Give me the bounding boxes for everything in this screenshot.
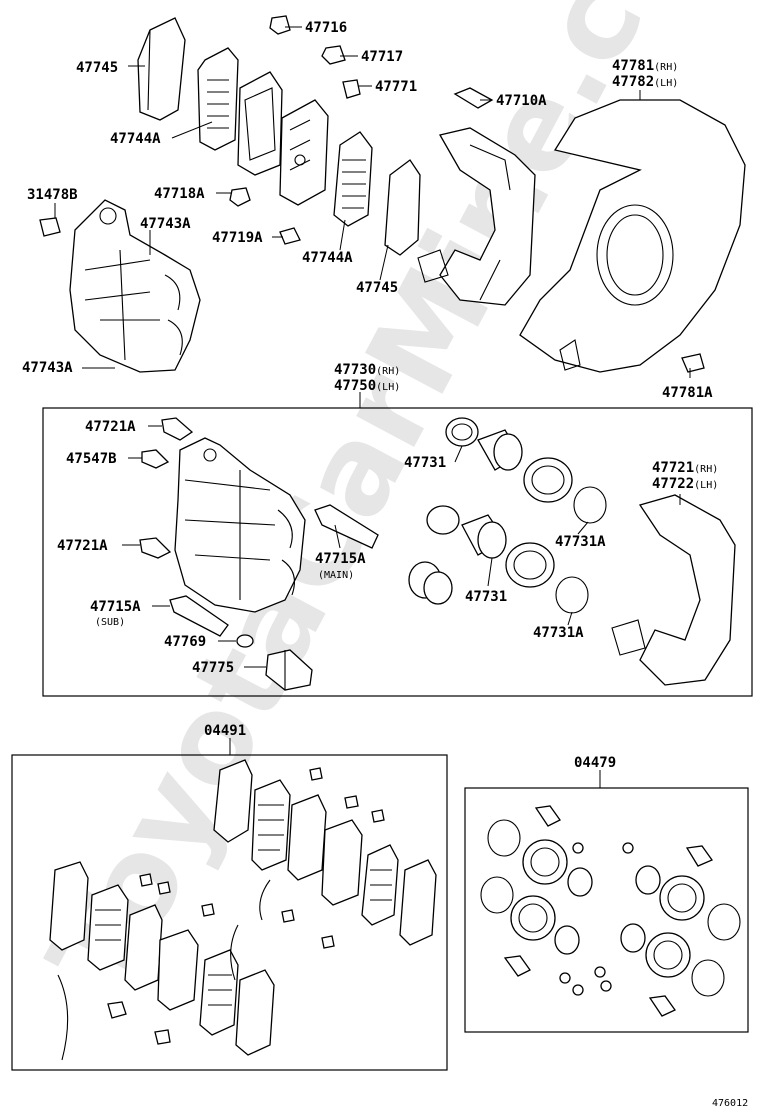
label-47715A-sub: 47715A xyxy=(90,599,141,615)
label-47771: 47771 xyxy=(375,79,417,95)
slide-pin-47715A-main xyxy=(314,504,379,549)
label-47731-1: 47731 xyxy=(404,455,446,471)
boot-47731-1 xyxy=(523,457,573,503)
seal-47731-2 xyxy=(426,505,460,535)
seal-47731A-2 xyxy=(555,576,589,614)
slide-pin-47715A-sub xyxy=(169,595,229,637)
label-47718A: 47718A xyxy=(154,186,205,202)
label-47750: 47750(LH) xyxy=(334,378,400,394)
label-47782: 47782(LH) xyxy=(612,74,678,90)
label-47717: 47717 xyxy=(361,49,403,65)
label-47721A-1: 47721A xyxy=(85,419,136,435)
label-47715A-sub-note: (SUB) xyxy=(95,617,125,628)
label-47721A-2: 47721A xyxy=(57,538,108,554)
label-04479: 04479 xyxy=(574,755,616,771)
label-47781: 47781(RH) xyxy=(612,58,678,74)
label-47715A-main-note: (MAIN) xyxy=(318,570,354,581)
bleeder-47547B xyxy=(141,449,170,469)
label-47721: 47721(RH) xyxy=(652,460,718,476)
label-47730: 47730(RH) xyxy=(334,362,400,378)
bolt-47781A xyxy=(681,353,705,373)
pad-kit-04491-parts xyxy=(49,759,437,1061)
piston-47731-3 xyxy=(408,561,453,605)
shim-47745-mid xyxy=(384,159,421,256)
caliper-assembly-box xyxy=(42,407,753,697)
piston-47731-1 xyxy=(477,429,523,471)
label-47731A-2: 47731A xyxy=(533,625,584,641)
label-47745-top: 47745 xyxy=(76,60,118,76)
label-47722: 47722(LH) xyxy=(652,476,718,492)
label-47716: 47716 xyxy=(305,20,347,36)
bolt-47721A-2 xyxy=(139,537,172,559)
ring-47769 xyxy=(236,634,254,648)
label-47769: 47769 xyxy=(164,634,206,650)
caliper-bracket-mid xyxy=(611,494,736,686)
boot-47771 xyxy=(342,79,361,99)
boot-47731-2 xyxy=(505,542,555,588)
dust-shield xyxy=(519,99,746,373)
caliper-body-top xyxy=(69,199,201,373)
part-labels: 47745 47716 47717 47771 47710A 47781(RH)… xyxy=(22,20,748,1109)
seal-kit-04479-box xyxy=(464,787,749,1033)
label-47743A-bot: 47743A xyxy=(22,360,73,376)
caliper-body-mid xyxy=(174,437,306,613)
pad-47744A-mid xyxy=(333,131,373,227)
label-47743A-top: 47743A xyxy=(140,216,191,232)
label-47719A: 47719A xyxy=(212,230,263,246)
seal-47731A-1 xyxy=(573,486,607,524)
label-47781A: 47781A xyxy=(662,385,713,401)
clip-47717 xyxy=(321,45,346,65)
leader-lines xyxy=(54,26,691,788)
seal-kit-04479-parts xyxy=(480,805,741,1017)
label-31478B: 31478B xyxy=(27,187,78,203)
plug-31478B xyxy=(39,217,61,237)
label-47731-2: 47731 xyxy=(465,589,507,605)
label-47547B: 47547B xyxy=(66,451,117,467)
figure-code: 476012 xyxy=(712,1098,748,1109)
shim-47745-top xyxy=(137,17,186,121)
caliper-bracket-top xyxy=(417,127,536,306)
label-47710A: 47710A xyxy=(496,93,547,109)
pad-47744A-top xyxy=(197,47,239,151)
clip-47716 xyxy=(269,15,291,35)
piston-47731-2 xyxy=(461,514,507,559)
boot-47775 xyxy=(265,649,313,691)
brake-pad-top xyxy=(237,71,283,176)
seal-47731-1 xyxy=(445,417,479,447)
label-47731A-1: 47731A xyxy=(555,534,606,550)
label-04491: 04491 xyxy=(204,723,246,739)
label-47775: 47775 xyxy=(192,660,234,676)
label-47745-mid: 47745 xyxy=(356,280,398,296)
clip-47718A xyxy=(229,187,251,207)
brake-pad-top-2 xyxy=(279,99,329,206)
bolt-47721A-1 xyxy=(161,417,194,441)
label-47744A-mid: 47744A xyxy=(302,250,353,266)
label-47744A-top: 47744A xyxy=(110,131,161,147)
label-47715A-main: 47715A xyxy=(315,551,366,567)
clip-47719A xyxy=(279,227,301,245)
